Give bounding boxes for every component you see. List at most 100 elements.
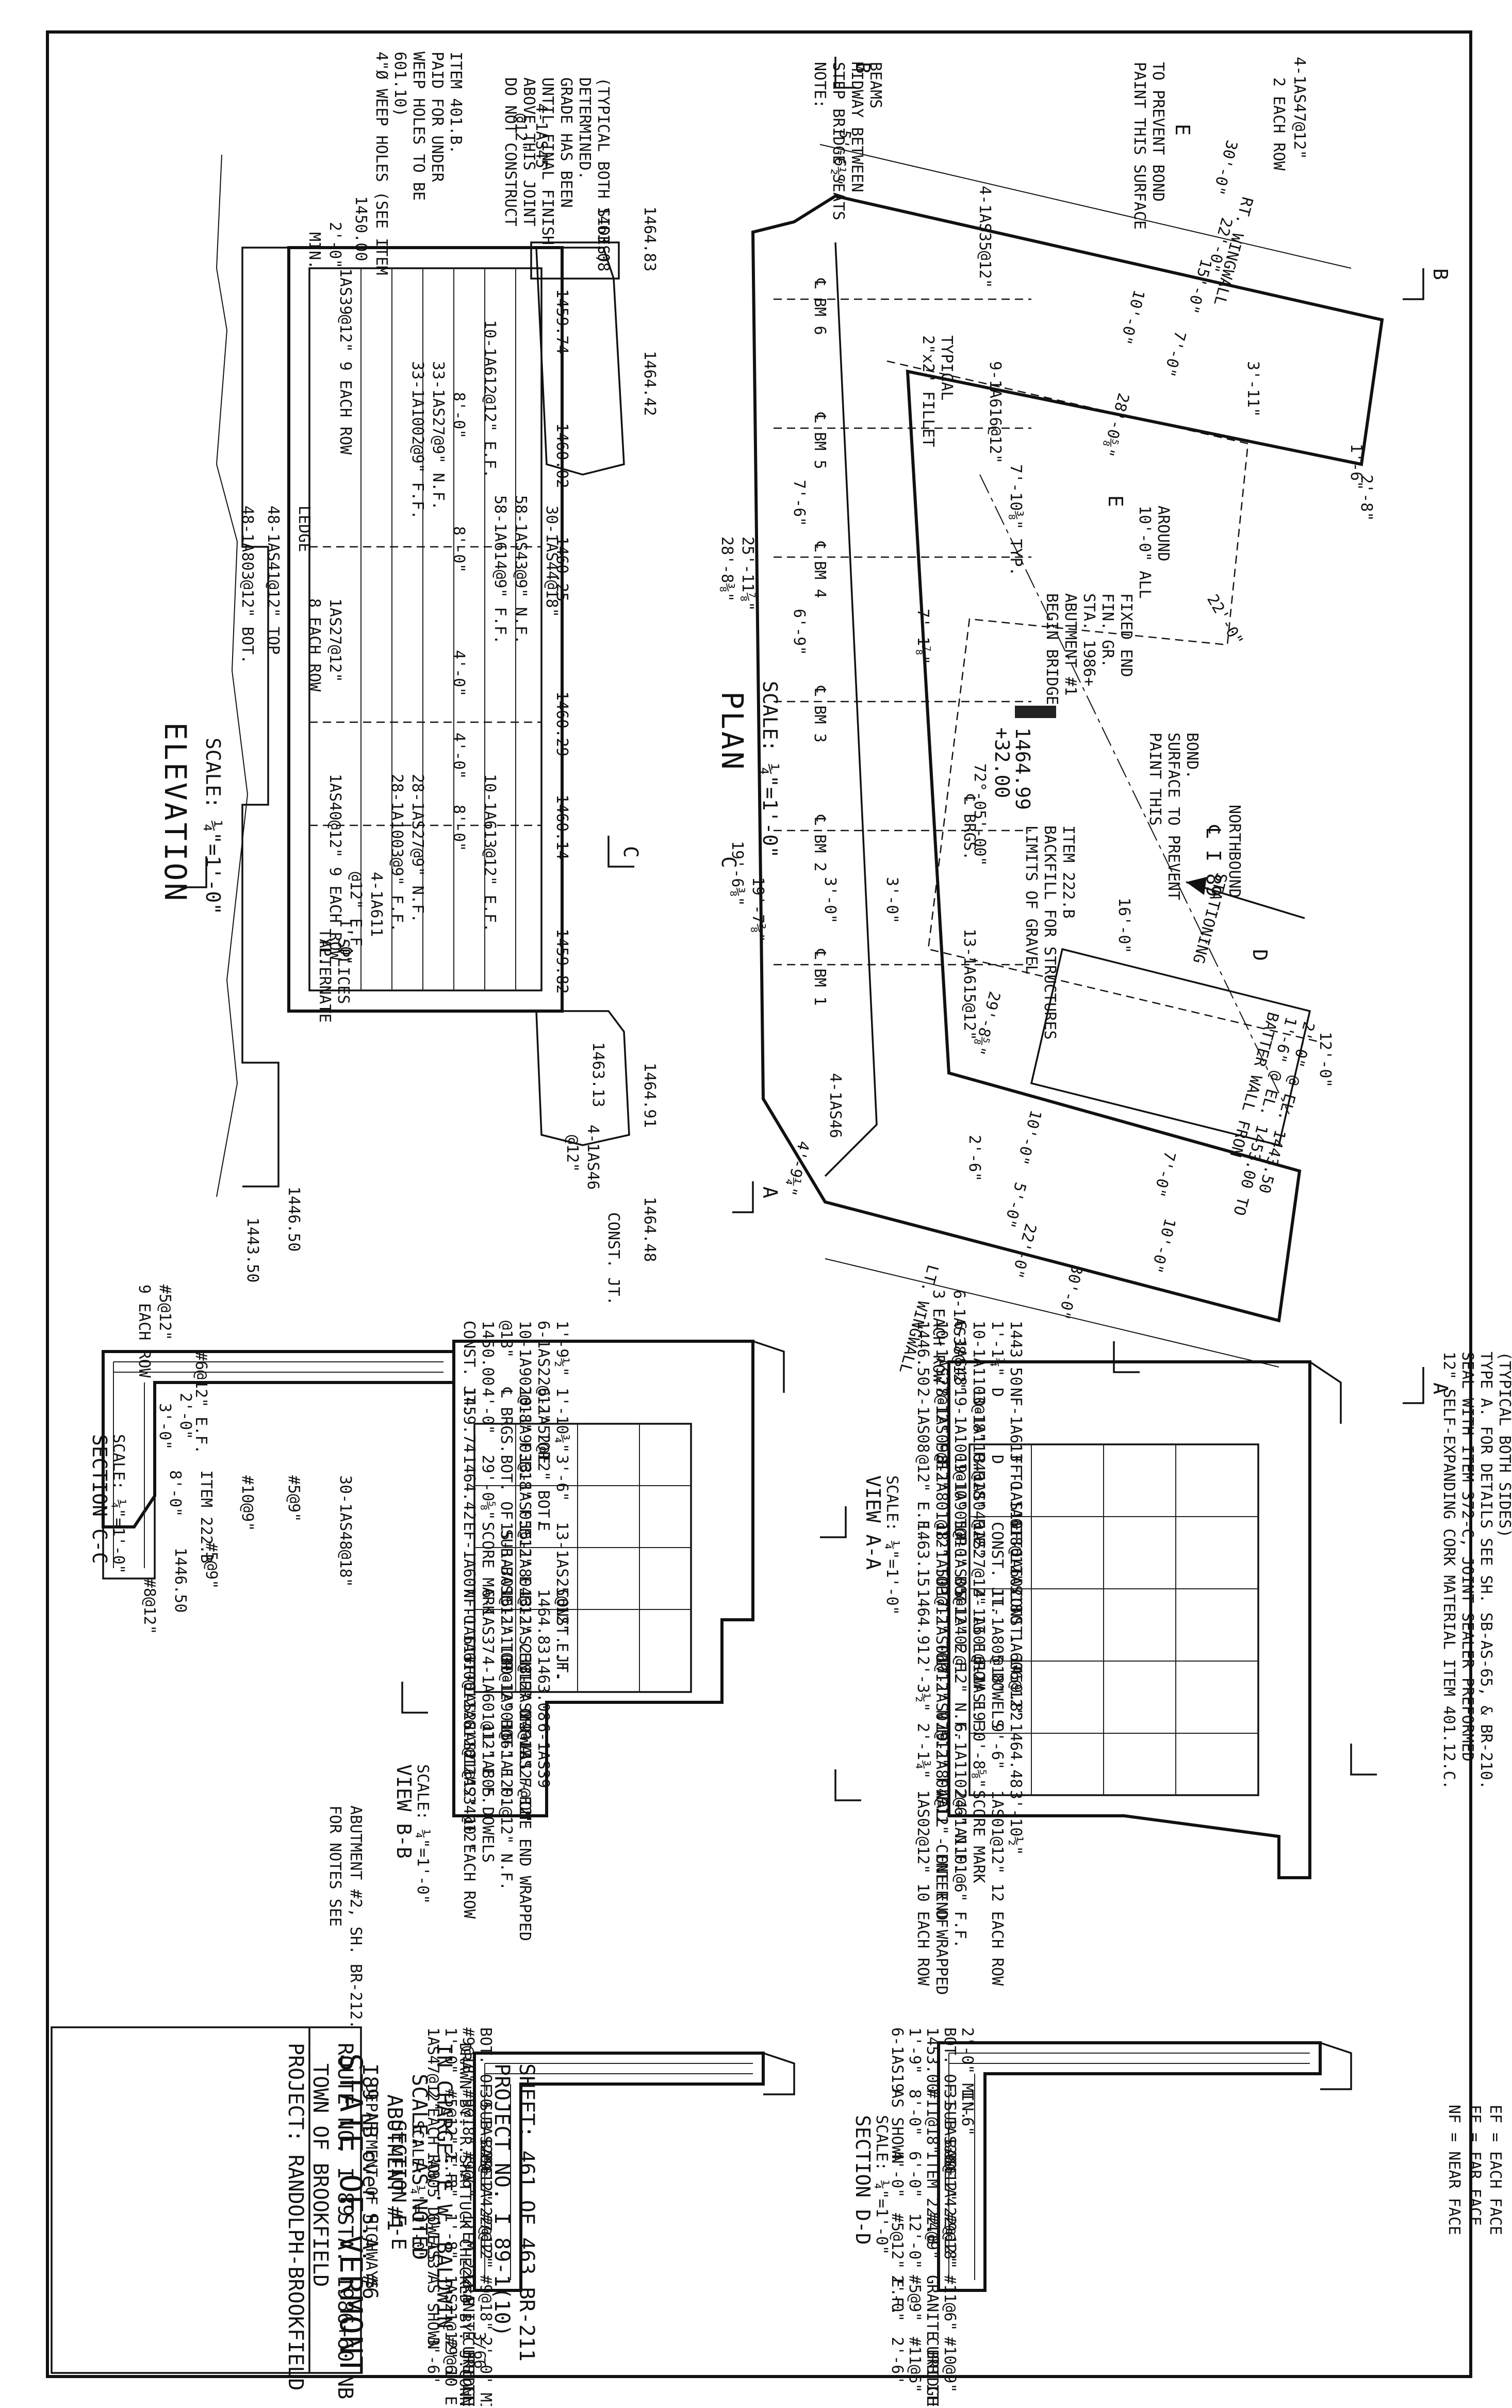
view-aa-label-14: 19-1A804@12" CENTER OF <box>932 1723 950 1928</box>
tb-state: STATE OF VERMONT <box>333 2053 369 2376</box>
plan-dim-4: 10'-0" <box>1116 288 1148 347</box>
section-cc-outline <box>102 1350 455 1528</box>
elev-rebar-7: 58-1A614@9" F.F. <box>491 495 509 644</box>
view-aa <box>834 1341 1377 1879</box>
view-aa-label-32: 1'-1¼" <box>988 1321 1006 1376</box>
tb-abutment: ABUTMENT #1 <box>383 2094 406 2231</box>
section-ee-scale: SCALE: ¼"=1'-0" <box>408 2120 426 2260</box>
tb-project: PROJECT: RANDOLPH-BROOKFIELD <box>284 2043 307 2390</box>
section-dd-label-7: 8'-0" <box>906 2089 924 2136</box>
section-ee-label-18: BOT. OF SUB-BASE <box>476 2027 495 2176</box>
elev-146029: 1460.29 <box>553 691 571 756</box>
section-dd-label-22: #11@6" <box>941 2275 959 2331</box>
elev-146491: 1464.91 <box>640 1063 659 1128</box>
view-bb-label-8: 4'-0" <box>479 1388 497 1434</box>
paint-top-2: TO PREVENT BOND <box>1149 62 1167 202</box>
section-ee-label-11: #9@6" <box>441 2337 459 2383</box>
elev-rebar-6: 58-1AS43@9" N.F. <box>512 495 530 644</box>
section-dd-outline <box>937 2041 1322 2292</box>
view-bb-label-4: NF-1A613 TO 1A612@12" <box>460 1589 478 1784</box>
section-ee-label-3: 6-1AS37 <box>424 2213 442 2278</box>
plan-note-3: MIDWAY BETWEEN <box>848 62 866 192</box>
section-dd-label-2: 4'-0" <box>888 2151 906 2198</box>
sheet-border <box>46 30 1472 2378</box>
elev-146002: 1460.02 <box>553 423 571 488</box>
elevation-const-jt: CONST. JT. <box>604 1212 622 1306</box>
section-dd-label-4: 2'-0" <box>888 2275 906 2321</box>
tb-in-charge: IN CHARGE: E.W. BALDWIN <box>432 2043 456 2329</box>
mark-a-left: A <box>759 1186 781 1198</box>
section-dd-label-19: 31-1AS30@12" <box>941 2089 959 2201</box>
section-ee-view <box>473 2052 795 2292</box>
section-dd-label-1: AS SHOWN <box>888 2089 906 2164</box>
view-bb-label-23: 13-1AS05@12" E.F. <box>516 1455 534 1613</box>
plan-dim-14: 19'-6⅜" <box>728 841 746 906</box>
view-aa-label-29: 6-1AS19 <box>969 1656 988 1721</box>
view-aa-label-3: 1463.15 <box>914 1522 932 1587</box>
section-dd-label-21: #9@18" <box>941 2213 959 2269</box>
begin-bridge-2: ABUTMENT #1 <box>1061 593 1079 696</box>
mark-a-right: A <box>1429 1382 1452 1394</box>
plan-dim-31: 1'-6" <box>1347 444 1365 490</box>
view-bb-label-38: 13-1AS25@12" E.F. <box>553 1522 571 1680</box>
elev-dim-8ft-a: 8'-0" <box>450 392 468 438</box>
elev-146448: 1464.48 <box>640 1197 659 1262</box>
view-aa-label-7: 1AS02@12" 10 EACH ROW <box>914 1790 932 1986</box>
section-dd-label-15: #4@9" <box>923 2213 941 2259</box>
elev-rebar-10: 48-1A803@12" BOT. <box>238 506 256 664</box>
section-dd-label-5: 2'-6" <box>888 2337 906 2383</box>
section-dd-label-8: 6'-0" <box>906 2151 924 2198</box>
section-ee-label-2: 1A805 DOWELS <box>424 2151 442 2263</box>
view-bb-label-35: 1'-9½" <box>553 1321 571 1376</box>
view-bb-label-25: 13-1AS23@12" N.F. <box>516 1589 534 1747</box>
view-bb-label-14: @18" <box>497 1321 515 1358</box>
view-bb-label-39: CONST. JT. <box>553 1589 571 1682</box>
elev-rebar-12: 8 EACH ROW <box>305 598 323 692</box>
view-bb-label-9: 29'-0⅝" <box>479 1455 497 1520</box>
view-bb-label-34: 6-1AS39 <box>534 1723 552 1788</box>
begin-value-1: +32.00 <box>991 727 1013 798</box>
view-bb-label-16: BOT. OF SUB-BASE <box>497 1455 515 1604</box>
plan-inner-face <box>824 242 878 1177</box>
view-aa-label-21: @12" N.F. <box>951 1656 969 1740</box>
section-ee-label-12: #9@18" <box>459 2027 477 2083</box>
tb-project-no: PROJECT NO. I 89-1(10) <box>490 2063 514 2337</box>
view-aa-label-26: 3-1AS04@12" <box>969 1455 988 1557</box>
begin-bridge-1: BEGIN BRIDGE <box>1043 593 1061 705</box>
cc-lbl-7: #5@9" <box>285 1475 303 1522</box>
paint-mid-3: BOND. <box>1183 733 1201 779</box>
elevation-note-1: DO NOT CONSTRUCT <box>501 77 519 226</box>
view-aa-label-10: 8-1A801@12" TOP <box>932 1455 950 1595</box>
plan-dim-26: 10'-0" <box>1147 1216 1179 1275</box>
plan-dim-8: 25'-11⅞" <box>738 536 757 611</box>
view-bb-label-7: 1450.00 <box>479 1321 497 1386</box>
elev-146014: 1460.14 <box>553 794 571 859</box>
cc-lbl-3: 3'-0" <box>156 1403 174 1450</box>
view-aa-label-19: 17-1AS05@12" E.F. <box>951 1522 969 1680</box>
tb-station: STA. 1986+60 NB <box>333 2213 357 2399</box>
beam-2: ℄ BM 2 <box>811 815 829 872</box>
for-notes-1: FOR NOTES SEE <box>326 1805 344 1927</box>
section-dd-label-16: GRANITE BRIDGE <box>923 2275 941 2405</box>
elev-rebar-2: 10-1A612@12" E.F. <box>481 320 499 478</box>
view-bb-label-20: 15-1A1201@12" N.F. <box>497 1723 515 1891</box>
view-aa-label-37: @18" <box>988 1656 1006 1693</box>
section-dd-view <box>937 2041 1352 2292</box>
elev-rebar-15: 28-1A1003@9" F.F. <box>388 774 406 932</box>
view-aa-label-2: @12" E.F. <box>914 1455 932 1539</box>
legend-nf: NF = NEAR FACE <box>1445 2105 1463 2235</box>
view-bb-label-24: 15-1A804@12" CENTER OF WALL - ONE END WR… <box>516 1522 534 1941</box>
elev-dim-1ft: 1'-0" <box>336 918 354 965</box>
elev-rebar-14: 28-1AS27@9" N.F. <box>408 774 426 923</box>
view-aa-label-35: CONST. JT. <box>988 1522 1006 1615</box>
note-top-2: SEAL WITH ITEM 372-C, JOINT SEALER PREFO… <box>1458 1352 1476 1762</box>
for-notes-2: ABUTMENT #2, SH. BR-212. <box>347 1805 365 2029</box>
plan-dim-12: 6'-9" <box>790 609 808 655</box>
elevation-bottom-wing <box>535 1010 630 1146</box>
section-dd-label-13: #11@18" <box>923 2089 941 2154</box>
all-around-1: 10'-0" ALL <box>1136 506 1154 599</box>
plan-rebar-6: 3 EACH ROW <box>929 1290 947 1384</box>
plan-rebar-1: 2 EACH ROW <box>1270 77 1288 171</box>
view-bb-label-29: 6-1A52@12" BOT. <box>534 1388 552 1527</box>
